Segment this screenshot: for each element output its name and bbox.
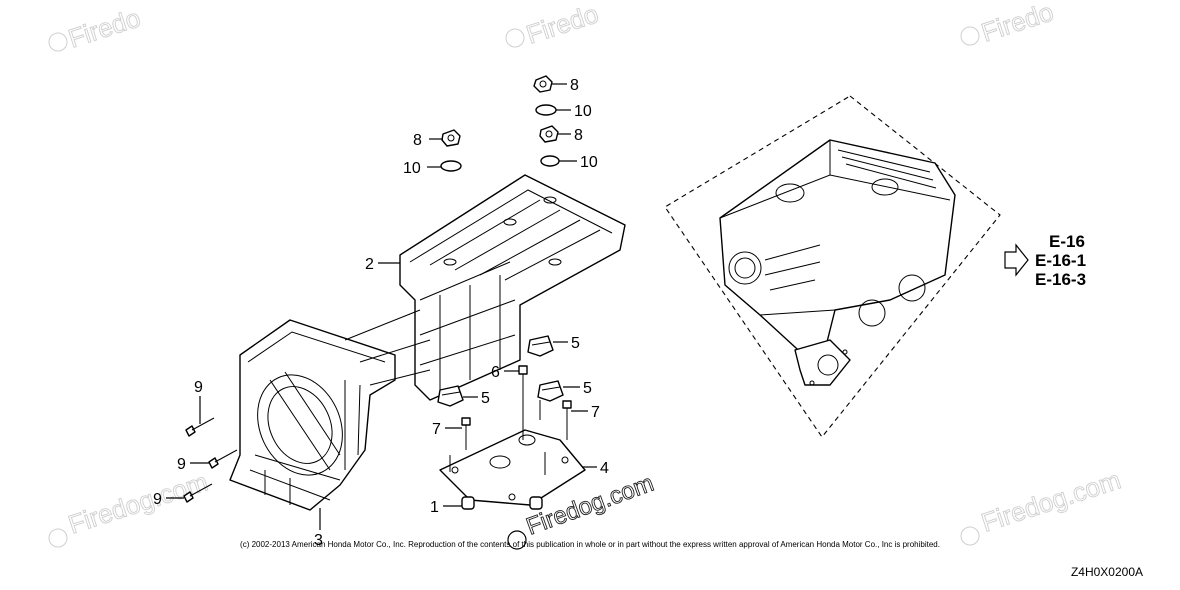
rubber-mount-icon [437,385,464,407]
nut-icon [533,75,553,93]
hardware [183,75,572,510]
bolt-icon [208,449,238,469]
bolt-icon [562,400,572,440]
collar-icon [529,496,543,510]
callouts: 8 10 8 10 8 10 2 5 5 5 6 7 7 4 1 9 9 9 [153,77,609,549]
muffler-body [719,139,956,386]
callout-collar-1[interactable]: 1 [430,499,439,516]
arrow-right-icon [1004,243,1029,277]
callout-rubber-5[interactable]: 5 [583,380,592,397]
callout-bracket-2[interactable]: 2 [365,256,374,273]
rubber-mount-icon [527,335,554,357]
callout-washer-10[interactable]: 10 [574,103,592,120]
callout-bolt-7[interactable]: 7 [432,421,441,438]
stud-bolt-icon [449,400,546,475]
watermark-top-center: Firedo [505,0,602,50]
nut-icon [441,129,461,147]
reference-pointer: E-16 E-16-1 E-16-3 [1004,232,1086,289]
assembly-lines [344,309,431,386]
callout-bracket-3[interactable]: 3 [314,532,323,549]
callout-rubber-5[interactable]: 5 [481,390,490,407]
callout-bolt-7[interactable]: 7 [591,404,600,421]
svg-text:Firedo: Firedo [523,0,602,50]
diagram-code: Z4H0X0200A [1070,565,1143,579]
collar-icon [461,496,475,510]
nut-icon [539,125,559,143]
callout-rubber-5[interactable]: 5 [571,335,580,352]
plate-part-4 [439,429,586,506]
callout-bolt-6[interactable]: 6 [491,364,500,381]
bolt-icon [518,365,528,440]
bracket-part-2 [399,174,626,401]
callout-plate-4[interactable]: 4 [600,460,609,477]
washer-icon [540,155,560,167]
muffler-dashed-boundary [664,95,1001,438]
reference-e16[interactable]: E-16 [1049,232,1085,251]
svg-text:Firedo: Firedo [65,2,144,53]
bracket-part-3 [229,319,396,511]
callout-nut-8[interactable]: 8 [413,132,422,149]
reference-e16-1[interactable]: E-16-1 [1035,251,1086,270]
callout-bolt-9[interactable]: 9 [153,491,162,508]
washer-icon [440,160,462,172]
callout-nut-8[interactable]: 8 [570,77,579,94]
watermark-bottom-right: Firedog.com [960,464,1125,546]
bolt-icon [183,483,213,503]
watermark-bottom-left: Firedog.com [48,466,212,548]
rubber-mount-icon [537,380,564,402]
callout-washer-10[interactable]: 10 [580,154,598,171]
svg-text:Firedo: Firedo [978,0,1057,48]
callout-bolt-9[interactable]: 9 [194,379,203,396]
watermark-top-left: Firedo [48,2,144,54]
copyright-notice: (c) 2002-2013 American Honda Motor Co., … [240,540,940,549]
callout-nut-8[interactable]: 8 [574,127,583,144]
callout-bolt-9[interactable]: 9 [177,456,186,473]
bolt-icon [461,417,471,450]
svg-text:Firedog.com: Firedog.com [65,467,212,540]
callout-washer-10[interactable]: 10 [403,160,421,177]
svg-text:Firedog.com: Firedog.com [978,465,1125,538]
bolt-icon [185,417,215,437]
reference-e16-3[interactable]: E-16-3 [1035,270,1086,289]
muffler-assembly [664,95,1001,438]
washer-icon [535,104,557,116]
watermark-top-right: Firedo [960,0,1057,48]
